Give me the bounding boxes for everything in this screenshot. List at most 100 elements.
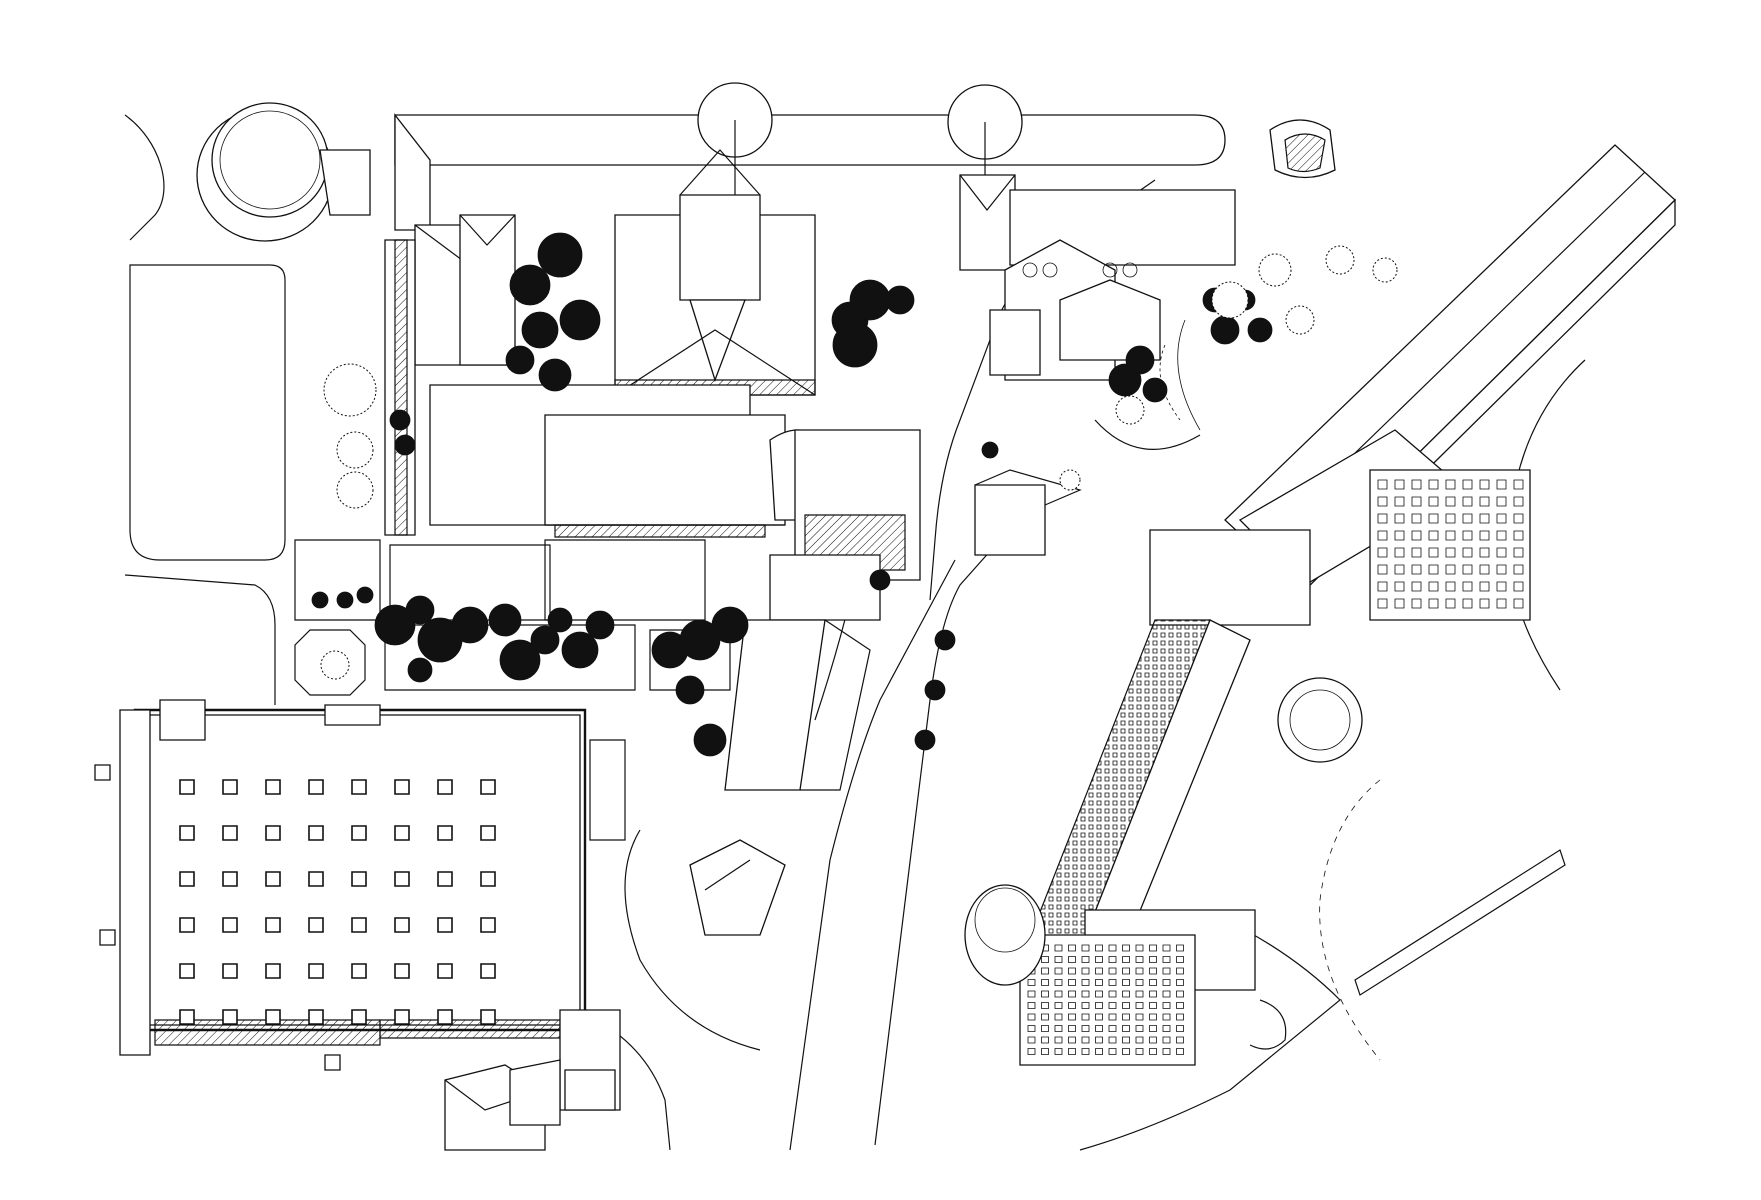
east-wing-window: [1378, 531, 1387, 540]
tree-deciduous: [321, 651, 349, 679]
skylight: [180, 780, 194, 794]
tower-window: [1177, 945, 1184, 951]
residence-cluster: [960, 175, 1235, 380]
tower-window: [1028, 1003, 1035, 1009]
tower-window: [1096, 968, 1103, 974]
skylight: [180, 826, 194, 840]
east-wing-window: [1395, 497, 1404, 506]
tower-window: [1136, 1014, 1143, 1020]
east-wing-window: [1514, 582, 1523, 591]
east-wing-window: [1446, 514, 1455, 523]
skylight: [266, 826, 280, 840]
tree-solid: [562, 632, 598, 668]
cloister-wing-mid: [460, 215, 515, 365]
skylight: [180, 918, 194, 932]
road-main-diagonal-b: [875, 540, 1000, 1145]
east-wing-window: [1446, 497, 1455, 506]
east-wing-window: [1412, 531, 1421, 540]
se-hall-complex: [1150, 430, 1530, 762]
east-wing-window: [1429, 599, 1438, 608]
tower-window: [1150, 1026, 1157, 1032]
skylight: [481, 826, 495, 840]
skylight: [481, 918, 495, 932]
drum-top: [212, 103, 328, 217]
tower-window: [1055, 980, 1062, 986]
tree-solid: [1126, 346, 1154, 374]
tower-window: [1163, 980, 1170, 986]
skylight: [309, 826, 323, 840]
skylight: [266, 872, 280, 886]
tower-window: [1150, 945, 1157, 951]
east-wing-window: [1429, 480, 1438, 489]
hall-block: [545, 415, 785, 525]
skylight: [180, 964, 194, 978]
east-wing-window: [1412, 565, 1421, 574]
road-east-dashed: [1320, 780, 1380, 1060]
tower-window: [1096, 1037, 1103, 1043]
east-wing-window: [1463, 514, 1472, 523]
tower-window: [1069, 1026, 1076, 1032]
east-wing-window: [1378, 480, 1387, 489]
east-wing-window: [1497, 599, 1506, 608]
tower-window: [1096, 945, 1103, 951]
courtyard-gatehouse: [160, 700, 205, 740]
skylight: [352, 780, 366, 794]
east-wing-window: [1446, 480, 1455, 489]
east-wing-window: [1378, 497, 1387, 506]
tower-window: [1096, 1014, 1103, 1020]
tower-window: [1055, 1049, 1062, 1055]
tower-window: [1150, 957, 1157, 963]
tree-solid: [1143, 378, 1167, 402]
courtyard-block: [95, 700, 585, 1070]
east-wing-window: [1395, 531, 1404, 540]
road-south-curve: [625, 830, 760, 1050]
tower-window: [1136, 968, 1143, 974]
chapel-roof-north: [680, 195, 760, 300]
tower-window: [1150, 1014, 1157, 1020]
tower-window: [1069, 968, 1076, 974]
tower-window: [1082, 1049, 1089, 1055]
east-wing-window: [1480, 548, 1489, 557]
tower-window: [1042, 1026, 1049, 1032]
skylight: [309, 780, 323, 794]
east-wing-window: [1412, 480, 1421, 489]
east-long-wall: [1355, 850, 1565, 995]
west-cloister: [385, 215, 785, 537]
east-wing-window: [1514, 548, 1523, 557]
tower-window: [1082, 1026, 1089, 1032]
east-wing-window: [1480, 599, 1489, 608]
east-wing-window: [1412, 548, 1421, 557]
tower-window: [1177, 957, 1184, 963]
skylight: [309, 1010, 323, 1024]
east-wing-window: [1395, 548, 1404, 557]
tower-window: [1055, 1026, 1062, 1032]
tree-deciduous: [1116, 396, 1144, 424]
tower-window: [1177, 1026, 1184, 1032]
tower-window: [1123, 945, 1130, 951]
tower-window: [1069, 991, 1076, 997]
house-slanted: [725, 620, 825, 790]
skylight: [180, 1010, 194, 1024]
road-east-curve: [1080, 930, 1340, 1150]
tower-window: [1082, 1003, 1089, 1009]
tree-solid: [531, 626, 559, 654]
tower-window: [1150, 991, 1157, 997]
tower-window: [1123, 980, 1130, 986]
tower-window: [1042, 1049, 1049, 1055]
tower-window: [1069, 1049, 1076, 1055]
skylight: [481, 780, 495, 794]
sw-houses: [445, 1010, 620, 1150]
east-wing-window: [1446, 599, 1455, 608]
tree-deciduous: [1286, 306, 1314, 334]
slab-tower: [965, 620, 1255, 1065]
tower-window: [1042, 1014, 1049, 1020]
tower-window: [1150, 1049, 1157, 1055]
tower-window: [1069, 1037, 1076, 1043]
skylight: [481, 872, 495, 886]
east-wing-window: [1378, 548, 1387, 557]
tree-solid: [375, 605, 415, 645]
east-wing-window: [1514, 599, 1523, 608]
skylight: [309, 964, 323, 978]
tree-solid: [390, 410, 410, 430]
east-wing-window: [1429, 582, 1438, 591]
